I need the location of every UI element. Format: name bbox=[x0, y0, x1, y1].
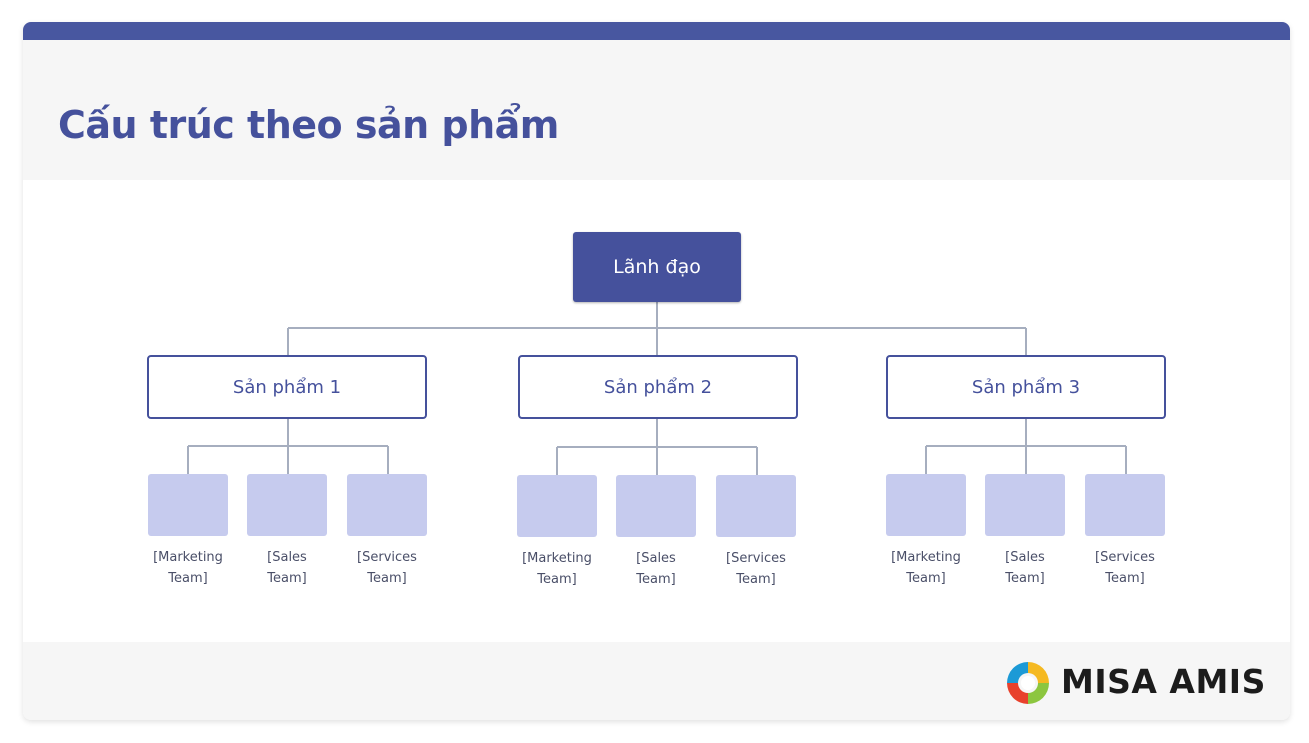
team-label-sales: [Sales Team] bbox=[975, 547, 1075, 589]
team-label-marketing: [Marketing Team] bbox=[507, 548, 607, 590]
team-label-line: Team] bbox=[168, 571, 208, 586]
top-accent-bar bbox=[23, 22, 1290, 40]
team-box-marketing bbox=[886, 474, 966, 536]
team-label-services: [Services Team] bbox=[337, 547, 437, 589]
brand-name: MISA AMIS bbox=[1061, 662, 1266, 701]
footer-band bbox=[23, 642, 1290, 720]
team-label-line: [Marketing bbox=[522, 551, 592, 566]
team-label-line: Team] bbox=[267, 571, 307, 586]
team-label-line: Team] bbox=[636, 572, 676, 587]
product-node-label: Sản phẩm 1 bbox=[232, 376, 342, 398]
team-label-line: Team] bbox=[537, 572, 577, 587]
team-label-line: [Sales bbox=[636, 551, 676, 566]
team-label-services: [Services Team] bbox=[1075, 547, 1175, 589]
team-box-sales bbox=[985, 474, 1065, 536]
team-box-services bbox=[347, 474, 427, 536]
team-box-marketing bbox=[517, 475, 597, 537]
misa-logo-icon bbox=[1007, 662, 1049, 704]
team-box-sales bbox=[247, 474, 327, 536]
team-label-marketing: [Marketing Team] bbox=[876, 547, 976, 589]
team-label-line: Team] bbox=[736, 572, 776, 587]
team-label-sales: [Sales Team] bbox=[606, 548, 706, 590]
root-node: Lãnh đạo bbox=[573, 232, 741, 302]
root-node-label: Lãnh đạo bbox=[613, 256, 701, 278]
product-node-3: Sản phẩm 3 bbox=[886, 355, 1166, 419]
team-label-line: Team] bbox=[1005, 571, 1045, 586]
header-band: Cấu trúc theo sản phẩm bbox=[23, 40, 1290, 180]
team-label-line: Team] bbox=[906, 571, 946, 586]
page-title: Cấu trúc theo sản phẩm bbox=[58, 103, 559, 147]
team-label-line: [Services bbox=[1095, 550, 1155, 565]
product-node-2: Sản phẩm 2 bbox=[518, 355, 798, 419]
team-label-sales: [Sales Team] bbox=[237, 547, 337, 589]
team-label-line: [Marketing bbox=[891, 550, 961, 565]
team-box-sales bbox=[616, 475, 696, 537]
team-label-services: [Services Team] bbox=[706, 548, 806, 590]
product-node-label: Sản phẩm 3 bbox=[971, 376, 1081, 398]
team-label-line: Team] bbox=[1105, 571, 1145, 586]
team-box-services bbox=[716, 475, 796, 537]
team-label-line: [Sales bbox=[1005, 550, 1045, 565]
team-label-marketing: [Marketing Team] bbox=[138, 547, 238, 589]
team-box-marketing bbox=[148, 474, 228, 536]
team-label-line: [Marketing bbox=[153, 550, 223, 565]
team-label-line: [Services bbox=[357, 550, 417, 565]
team-label-line: [Sales bbox=[267, 550, 307, 565]
team-label-line: [Services bbox=[726, 551, 786, 566]
team-label-line: Team] bbox=[367, 571, 407, 586]
product-node-1: Sản phẩm 1 bbox=[147, 355, 427, 419]
team-box-services bbox=[1085, 474, 1165, 536]
product-node-label: Sản phẩm 2 bbox=[603, 376, 713, 398]
